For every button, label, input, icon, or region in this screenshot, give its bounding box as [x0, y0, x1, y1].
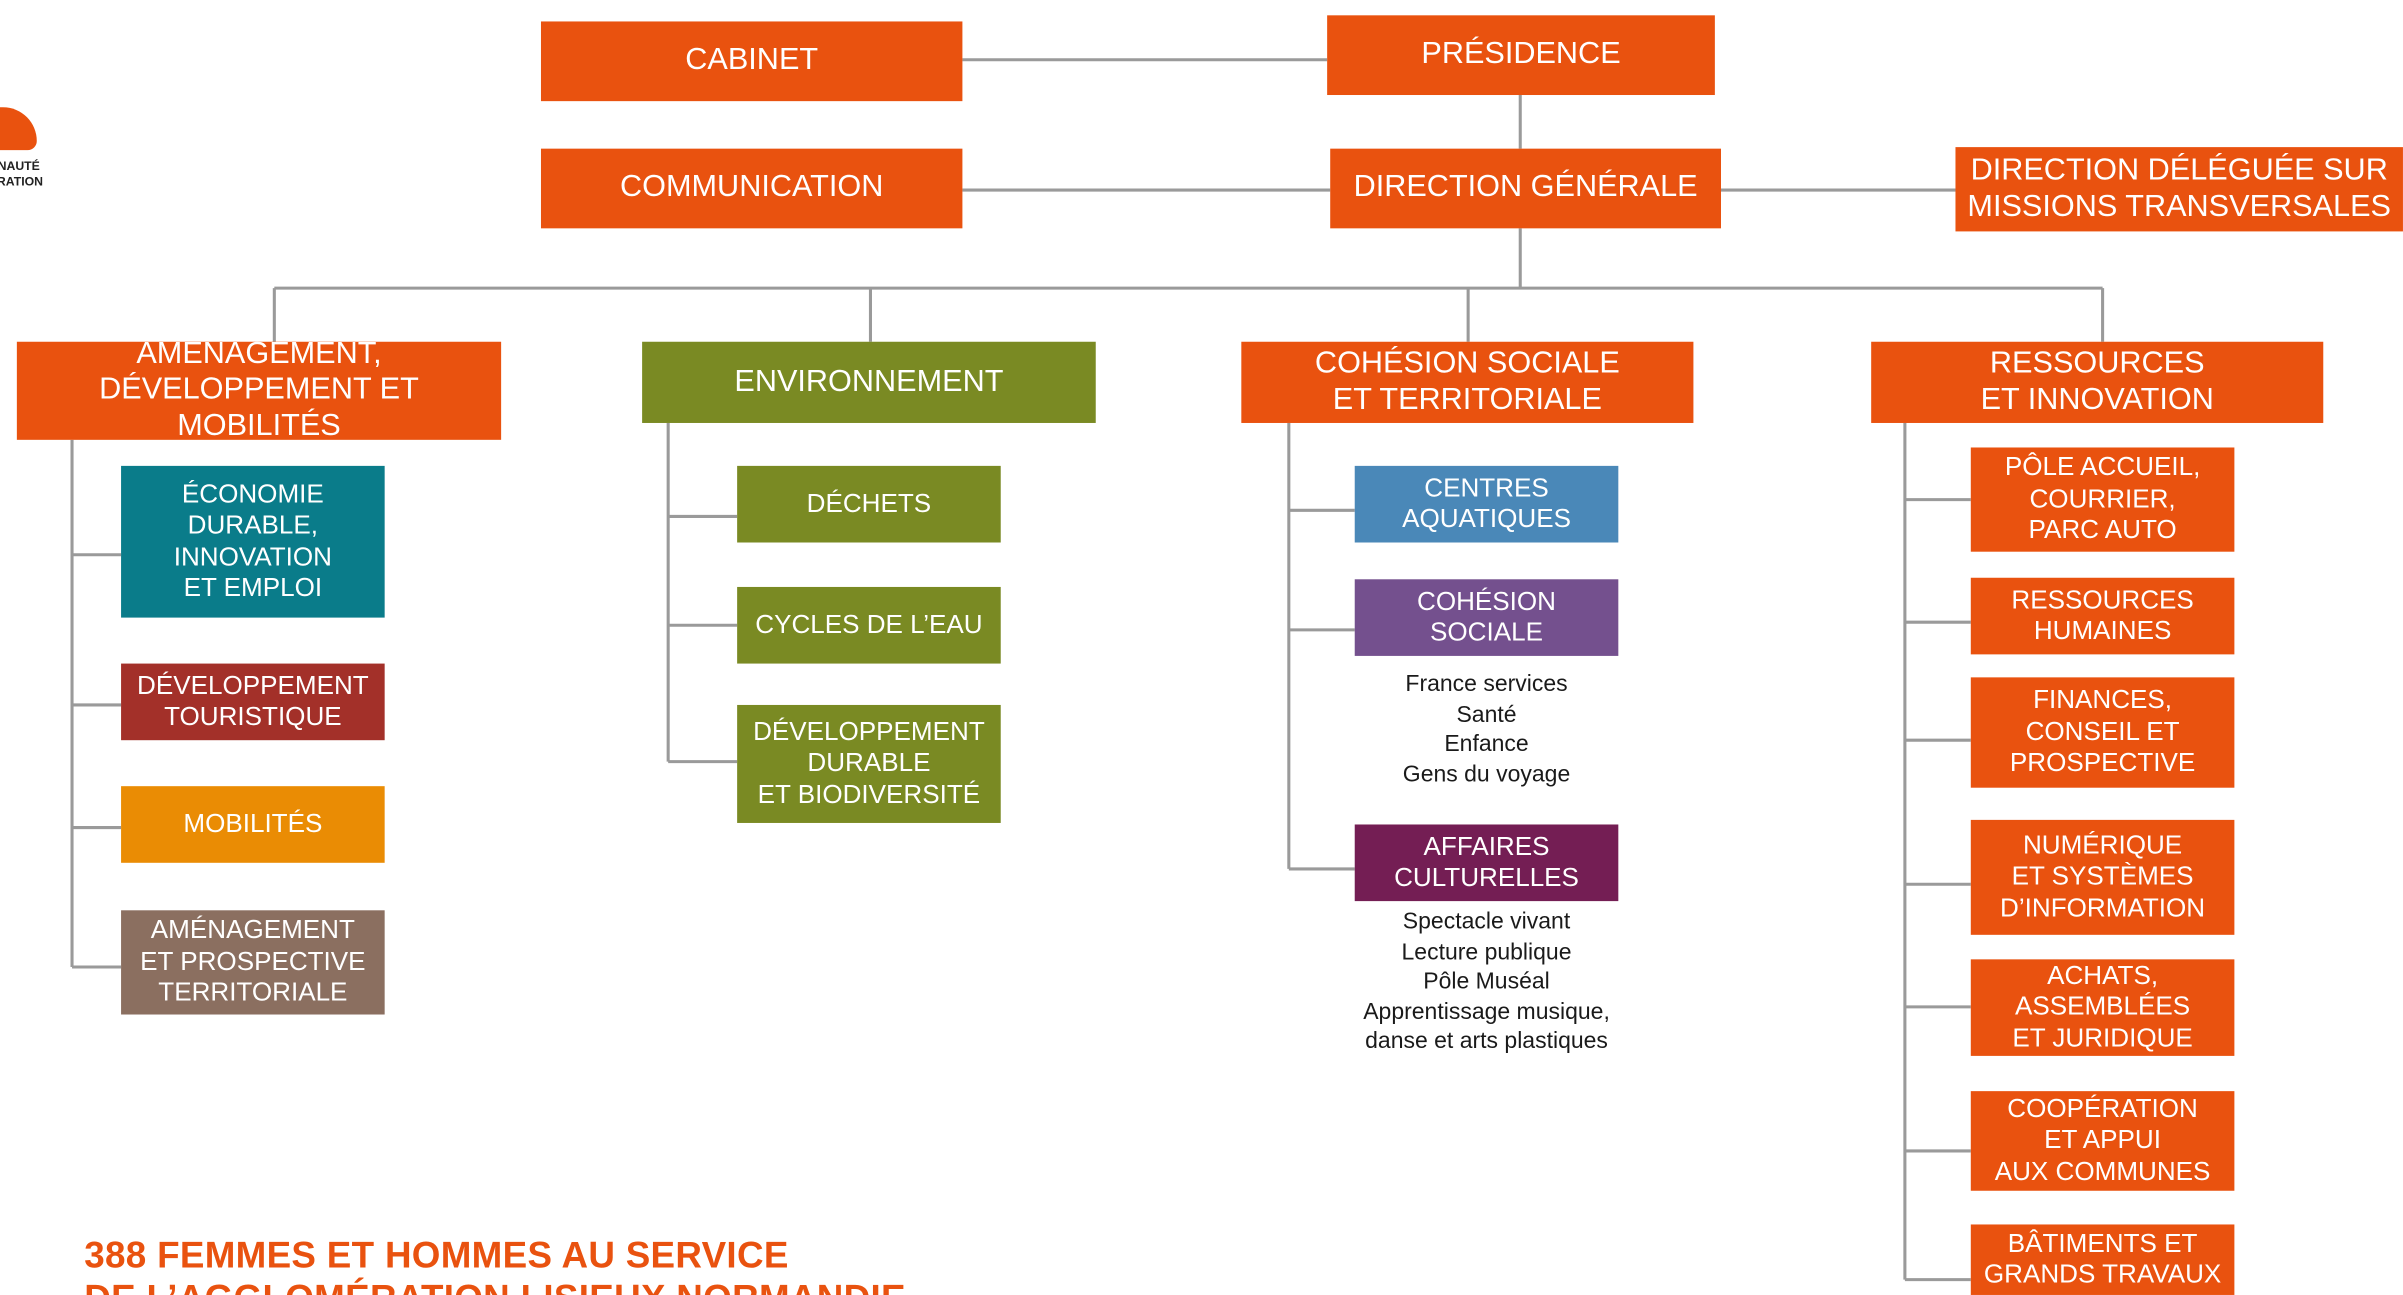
- pillar-amenagement: AMÉNAGEMENT, DÉVELOPPEMENT ET MOBILITÉS: [16, 337, 502, 442]
- list-item: Santé: [1456, 701, 1517, 728]
- box-cabinet: CABINET: [540, 21, 963, 102]
- service-ressources-humaines: RESSOURCES HUMAINES: [1970, 577, 2235, 655]
- service-cohesion-sociale: COHÉSION SOCIALE: [1354, 579, 1619, 656]
- service-economie: ÉCONOMIE DURABLE, INNOVATION ET EMPLOI: [121, 465, 385, 618]
- list-item: danse et arts plastiques: [1365, 1028, 1608, 1055]
- list-item: Lecture publique: [1401, 938, 1572, 965]
- service-pole-accueil: PÔLE ACCUEIL, COURRIER, PARC AUTO: [1970, 447, 2235, 552]
- service-dechets: DÉCHETS: [737, 465, 1001, 543]
- service-numerique: NUMÉRIQUE ET SYSTÈMES D’INFORMATION: [1970, 819, 2235, 935]
- box-presidence: PRÉSIDENCE: [1327, 15, 1715, 96]
- list-item: Pôle Muséal: [1423, 968, 1550, 995]
- service-developpement-durable: DÉVELOPPEMENT DURABLE ET BIODIVERSITÉ: [737, 704, 1001, 823]
- box-communication: COMMUNICATION: [540, 148, 963, 229]
- list-item: France services: [1405, 671, 1568, 698]
- service-cycles-eau: CYCLES DE L’EAU: [737, 586, 1001, 664]
- list-item: Spectacle vivant: [1402, 908, 1571, 935]
- pillar-cohesion: COHÉSION SOCIALE ET TERRITORIALE: [1241, 341, 1694, 423]
- agglomeration-logo: NAUTÉ RATION: [0, 107, 46, 199]
- box-direction-deleguee: DIRECTION DÉLÉGUÉE SUR MISSIONS TRANSVER…: [1955, 147, 2403, 232]
- service-finances: FINANCES, CONSEIL ET PROSPECTIVE: [1970, 677, 2235, 788]
- service-affaires-culturelles: AFFAIRES CULTURELLES: [1354, 824, 1619, 902]
- service-cooperation: COOPÉRATION ET APPUI AUX COMMUNES: [1970, 1091, 2235, 1191]
- staff-count-headline: 388 FEMMES ET HOMMES AU SERVICE DE L’AGG…: [84, 1235, 905, 1295]
- logo-mark-icon: [0, 107, 37, 151]
- service-centres-aquatiques: CENTRES AQUATIQUES: [1354, 465, 1619, 543]
- box-direction-generale: DIRECTION GÉNÉRALE: [1330, 148, 1721, 229]
- affaires-culturelles-list: Spectacle vivant Lecture publique Pôle M…: [1301, 907, 1672, 1056]
- list-item: Enfance: [1444, 731, 1529, 758]
- pillar-ressources: RESSOURCES ET INNOVATION: [1871, 341, 2324, 423]
- logo-text: NAUTÉ RATION: [0, 159, 44, 189]
- service-batiments: BÂTIMENTS ET GRANDS TRAVAUX: [1970, 1224, 2235, 1295]
- service-tourisme: DÉVELOPPEMENT TOURISTIQUE: [121, 663, 385, 741]
- list-item: Apprentissage musique,: [1363, 998, 1610, 1025]
- list-item: Gens du voyage: [1402, 760, 1571, 787]
- pillar-environnement: ENVIRONNEMENT: [642, 341, 1096, 423]
- service-achats: ACHATS, ASSEMBLÉES ET JURIDIQUE: [1970, 959, 2235, 1056]
- service-mobilites: MOBILITÉS: [121, 786, 385, 863]
- cohesion-sociale-list: France services Santé Enfance Gens du vo…: [1332, 670, 1642, 790]
- service-amenagement-prospective: AMÉNAGEMENT ET PROSPECTIVE TERRITORIALE: [121, 910, 385, 1015]
